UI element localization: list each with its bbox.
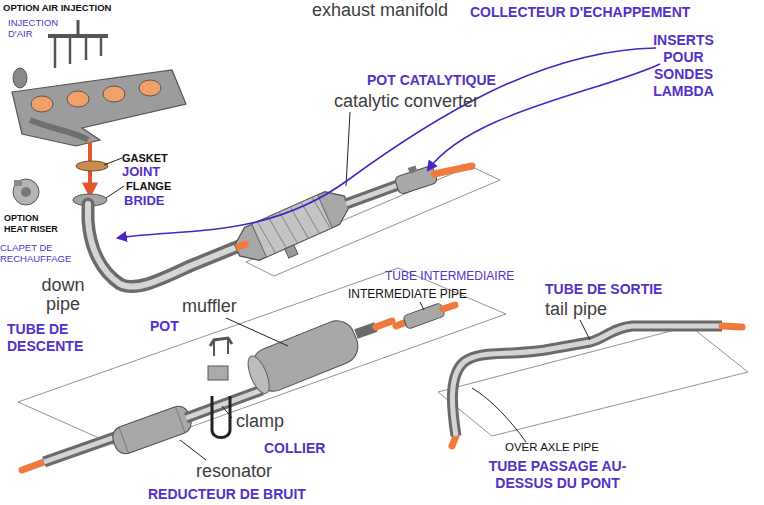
converter-bracket <box>285 245 298 258</box>
part-label: COLLECTEUR D'ECHAPPEMENT <box>470 4 690 20</box>
part-label: POT CATALYTIQUE <box>367 72 496 88</box>
mid-pipe <box>346 185 398 204</box>
pipe-body <box>403 303 445 330</box>
part-label: OVER AXLE PIPE <box>505 441 599 454</box>
resonator-body <box>110 403 195 457</box>
exhaust-glow <box>396 323 404 326</box>
exhaust-glow <box>434 166 472 174</box>
callout-arrow <box>118 48 656 238</box>
leader-line <box>104 158 122 165</box>
rail-tube <box>77 20 80 36</box>
leader-line <box>580 320 590 340</box>
manifold-port <box>31 96 53 112</box>
resonator-shape <box>110 403 195 457</box>
part-label: COLLIER <box>264 440 325 456</box>
insert-body <box>394 165 438 194</box>
part-label: REDUCTEUR DE BRUIT <box>148 486 306 502</box>
down-pipe <box>88 204 244 287</box>
part-label: catalytic converter <box>334 91 479 112</box>
manifold-runner <box>30 120 88 140</box>
catalytic-converter <box>230 185 358 276</box>
tail-pipe <box>452 326 722 436</box>
pipe <box>44 436 118 462</box>
exhaust-glow <box>22 462 44 470</box>
muffler-end <box>244 353 274 396</box>
pipe-highlight <box>44 436 118 462</box>
assembly-plane <box>438 326 748 436</box>
manifold-stud <box>13 68 27 88</box>
heat-riser-body <box>13 179 39 205</box>
clamp-band <box>208 366 228 380</box>
rail-tube <box>69 36 72 64</box>
leader-line <box>226 318 288 346</box>
clamp-stud <box>227 338 229 354</box>
intermediate-pipe <box>403 303 445 330</box>
sensor-boss <box>408 165 417 173</box>
heat-riser-valve <box>21 187 31 197</box>
part-label: JOINT <box>122 165 160 180</box>
exhaust-manifold <box>12 68 186 146</box>
manifold-port <box>103 86 125 102</box>
leader-line <box>346 112 350 186</box>
down-pipe-highlight <box>88 204 244 287</box>
part-label: TUBE INTERMEDIAIRE <box>385 270 514 284</box>
resonator-seam <box>119 427 129 453</box>
part-label: POT <box>150 318 179 334</box>
part-label: exhaust manifold <box>312 0 448 21</box>
part-label: clamp <box>236 411 284 432</box>
part-label: OPTION HEAT RISER <box>4 213 62 235</box>
manifold-port <box>67 91 89 107</box>
rail-tube <box>54 36 57 68</box>
part-label: TUBE PASSAGE AU-DESSUS DU PONT <box>465 458 650 492</box>
part-label: resonator <box>196 461 272 482</box>
exhaust-glow <box>376 321 392 327</box>
leader-line <box>472 388 526 442</box>
converter-shell <box>230 185 354 267</box>
leader-line <box>420 302 424 310</box>
part-label: OPTION AIR INJECTION <box>3 3 111 14</box>
part-label: TUBE DE SORTIE <box>545 281 662 297</box>
exhaust-glow <box>443 305 455 309</box>
heat-riser-tab <box>14 180 22 186</box>
part-label: muffler <box>182 296 237 317</box>
assembly-plane <box>246 166 500 276</box>
part-label: tail pipe <box>545 299 607 320</box>
muffler-shape <box>243 315 363 398</box>
tail-pipe-highlight <box>452 326 722 436</box>
clamp-shape <box>208 338 232 438</box>
leader-line <box>222 406 232 418</box>
part-label: down pipe <box>28 276 98 314</box>
exhaust-glow <box>722 326 742 327</box>
manifold-body <box>12 70 186 146</box>
exhaust-glow <box>452 436 456 446</box>
rail-tube <box>100 36 103 56</box>
rail-tube <box>85 36 88 60</box>
heat-riser <box>13 179 39 205</box>
leader-line <box>180 440 206 460</box>
resonator-seam <box>175 407 185 433</box>
part-label: GASKET <box>122 152 168 165</box>
part-label: BRIDE <box>124 194 164 209</box>
manifold-port <box>139 80 161 96</box>
part-label: FLANGE <box>126 180 171 193</box>
part-label: TUBE DE DESCENTE <box>7 321 107 355</box>
part-label: CLAPET DE RECHAUFFAGE <box>0 242 80 264</box>
exhaust-glow <box>236 243 248 248</box>
gasket-shape <box>76 161 108 171</box>
u-bolt <box>212 396 230 438</box>
assembly-plane <box>18 268 506 450</box>
part-label: INTERMEDIATE PIPE <box>348 288 467 302</box>
leader-line <box>106 186 124 198</box>
part-label: INJECTION D'AIR <box>8 17 68 39</box>
mid-pipe-highlight <box>346 185 398 204</box>
clamp-stud <box>213 340 215 356</box>
part-label: INSERTS POUR SONDES LAMBDA <box>636 32 731 100</box>
